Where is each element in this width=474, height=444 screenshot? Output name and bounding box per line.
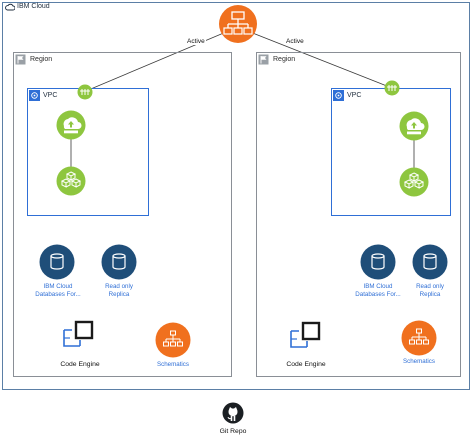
vpc-icon — [333, 90, 344, 101]
database-icon[interactable] — [412, 244, 448, 280]
code-engine-icon[interactable] — [60, 320, 96, 350]
ibm-cloud-frame — [2, 2, 470, 390]
schematics-icon[interactable] — [155, 322, 191, 358]
replica-label-right: Read only Replica — [400, 283, 460, 299]
code-engine-label-left: Code Engine — [60, 361, 100, 368]
database-label-line2: Databases For... — [35, 291, 81, 298]
replica-label-line2: Replica — [419, 291, 441, 298]
region-label-right: Region — [273, 56, 296, 63]
region-label-left: Region — [30, 56, 53, 63]
connection-label-left: Active — [186, 38, 206, 45]
database-label-right: IBM Cloud Databases For... — [342, 283, 414, 299]
upload-icon[interactable] — [399, 111, 429, 141]
upload-icon[interactable] — [56, 110, 86, 140]
vpc-label-left: VPC — [43, 92, 58, 99]
database-icon[interactable] — [39, 244, 75, 280]
git-repo-label: Git Repo — [219, 428, 247, 435]
database-icon[interactable] — [101, 244, 137, 280]
code-engine-label-right: Code Engine — [286, 361, 326, 368]
schematics-icon[interactable] — [401, 320, 437, 356]
vpc-icon — [29, 90, 40, 101]
code-engine-icon[interactable] — [287, 321, 323, 351]
connection-label-right: Active — [285, 38, 305, 45]
replica-label-line1: Read only — [416, 283, 444, 290]
database-label-left: IBM Cloud Databases For... — [22, 283, 94, 299]
gateway-icon[interactable] — [384, 80, 400, 96]
region-right — [256, 52, 461, 377]
database-label-line2: Databases For... — [355, 291, 401, 298]
flag-icon — [15, 54, 26, 65]
schematics-label-left: Schematics — [157, 361, 189, 368]
connection-line-right — [249, 31, 393, 89]
database-icon[interactable] — [360, 244, 396, 280]
load-balancer-icon[interactable] — [218, 4, 258, 44]
database-label-line1: IBM Cloud — [363, 283, 393, 290]
replica-label-line1: Read only — [105, 283, 133, 290]
flag-icon — [258, 54, 269, 65]
replica-label-line2: Replica — [108, 291, 130, 298]
cubes-icon[interactable] — [56, 166, 86, 196]
cubes-icon[interactable] — [399, 167, 429, 197]
ibm-cloud-label: IBM Cloud — [17, 3, 50, 10]
vpc-left — [27, 88, 149, 216]
vpc-label-right: VPC — [347, 92, 362, 99]
schematics-label-right: Schematics — [403, 358, 435, 365]
gateway-icon[interactable] — [77, 84, 93, 100]
replica-label-left: Read only Replica — [89, 283, 149, 299]
database-label-line1: IBM Cloud — [43, 283, 73, 290]
cloud-icon — [5, 3, 15, 11]
github-icon[interactable] — [222, 402, 244, 424]
region-left — [13, 52, 232, 377]
vpc-right — [331, 88, 451, 216]
